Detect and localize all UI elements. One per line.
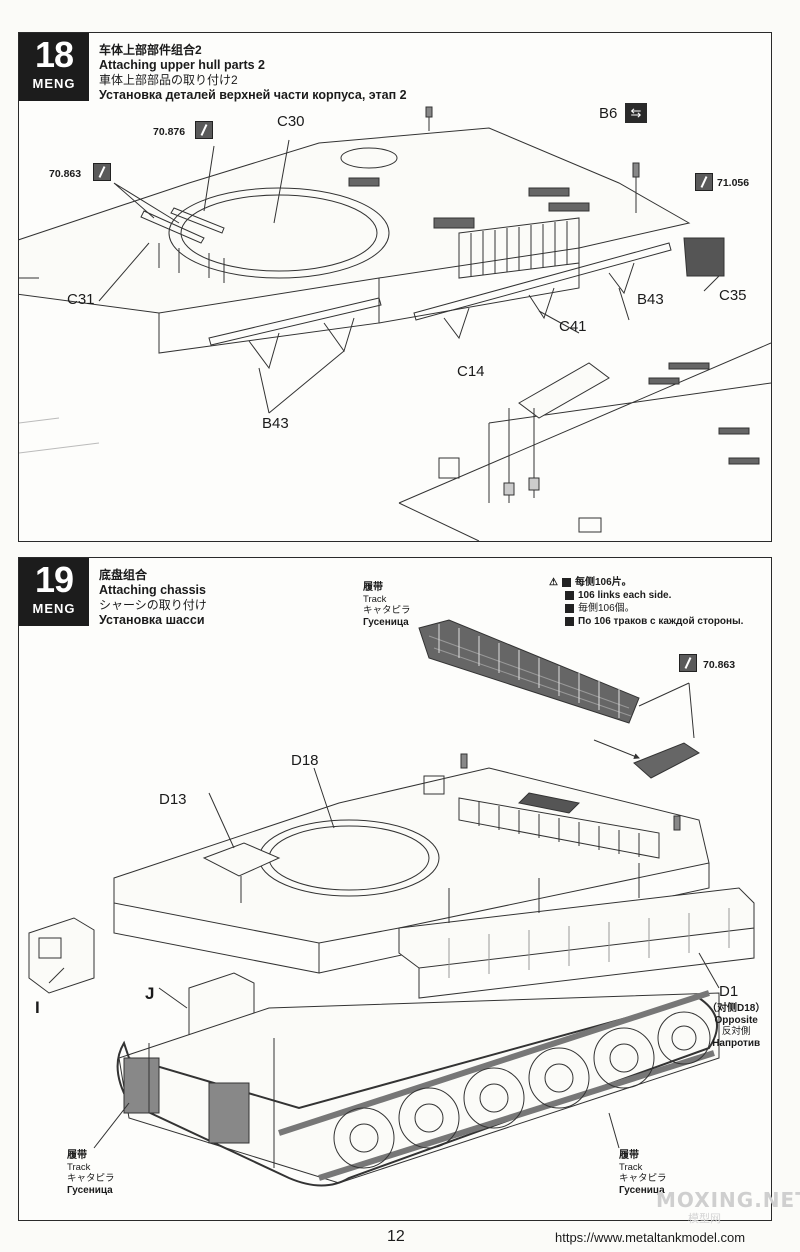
track-count-note: ⚠ 每侧106片。 106 links each side. 毎側106個。 По… bbox=[549, 576, 743, 628]
part-label-b43-right: B43 bbox=[637, 291, 664, 308]
brand-logo: MENG bbox=[32, 601, 76, 616]
note-ru: По 106 траков с каждой стороны. bbox=[578, 616, 744, 627]
opposite-note: （对侧D18） Opposite 反対側 Напротив bbox=[707, 1003, 765, 1049]
track-ru: Гусеница bbox=[67, 1184, 113, 1196]
part-label-d18: D18 bbox=[291, 752, 319, 769]
title-ja: シャーシの取り付け bbox=[99, 598, 207, 612]
part-label-b6: B6 bbox=[599, 105, 618, 122]
brand-logo: MENG bbox=[32, 76, 76, 91]
track-label-right: 履带 Track キャタピラ Гусеница bbox=[619, 1150, 667, 1196]
track-ja: キャタピラ bbox=[67, 1173, 115, 1184]
title-en: Attaching chassis bbox=[99, 583, 206, 597]
note-cn: 每侧106片。 bbox=[574, 577, 632, 588]
part-label-c31: C31 bbox=[67, 291, 95, 308]
part-label-d13: D13 bbox=[159, 791, 187, 808]
title-cn: 底盘组合 bbox=[99, 568, 148, 582]
track-cn: 履带 bbox=[619, 1150, 639, 1161]
track-ja: キャタピラ bbox=[619, 1173, 667, 1184]
track-cn: 履带 bbox=[67, 1150, 87, 1161]
part-label-c14: C14 bbox=[457, 363, 485, 380]
step-number: 18 bbox=[34, 34, 74, 75]
opposite-ru: Напротив bbox=[712, 1037, 761, 1049]
glue-icon bbox=[195, 121, 213, 139]
note-ja: 毎側106個。 bbox=[578, 603, 635, 614]
track-label-left: 履带 Track キャタピラ Гусеница bbox=[67, 1150, 115, 1196]
lang-flag-icon bbox=[565, 617, 574, 626]
glue-icon bbox=[695, 173, 713, 191]
part-label-i: I bbox=[35, 998, 40, 1017]
part-label-j: J bbox=[145, 984, 155, 1003]
chassis-assembly-drawing bbox=[28, 619, 755, 1187]
step-title-block: 底盘组合 Attaching chassis シャーシの取り付け Установ… bbox=[99, 568, 207, 628]
title-cn: 车体上部部件组合2 bbox=[99, 43, 202, 57]
track-cn: 履带 bbox=[363, 582, 383, 593]
track-ru: Гусеница bbox=[619, 1184, 665, 1196]
opposite-en: Opposite bbox=[714, 1014, 758, 1026]
step-18-panel: 18 MENG 车体上部部件组合2 Attaching upper hull p… bbox=[18, 32, 772, 542]
track-en: Track bbox=[363, 593, 387, 605]
page-number: 12 bbox=[387, 1228, 405, 1245]
opposite-ja: 反対側 bbox=[721, 1026, 751, 1037]
track-en: Track bbox=[619, 1161, 643, 1173]
track-ru: Гусеница bbox=[363, 616, 409, 628]
step-title-block: 车体上部部件组合2 Attaching upper hull parts 2 車… bbox=[99, 43, 407, 103]
step-badge: 18 MENG bbox=[19, 33, 89, 101]
site-url: https://www.metaltankmodel.com bbox=[555, 1230, 746, 1245]
title-ru: Установка деталей верхней части корпуса,… bbox=[99, 88, 407, 102]
warning-icon: ⚠ bbox=[549, 577, 558, 588]
opposite-cn: （对侧D18） bbox=[707, 1003, 766, 1014]
paint-ref-70863: 70.863 bbox=[49, 168, 82, 180]
track-ja: キャタピラ bbox=[363, 605, 411, 616]
hull-assembly-drawing bbox=[19, 106, 771, 541]
track-label-top: 履带 Track キャタピラ Гусеница bbox=[363, 582, 411, 628]
part-label-c41: C41 bbox=[559, 318, 587, 335]
paint-ref-71056: 71.056 bbox=[717, 177, 750, 189]
part-label-b43-left: B43 bbox=[262, 415, 289, 432]
glue-icon bbox=[679, 654, 697, 672]
track-en: Track bbox=[67, 1161, 91, 1173]
paint-ref-70876: 70.876 bbox=[153, 126, 186, 138]
watermark-subtitle: 模型网 bbox=[688, 1213, 721, 1225]
lang-flag-icon bbox=[561, 578, 571, 587]
lang-flag-icon bbox=[565, 604, 574, 613]
part-label-c35: C35 bbox=[719, 287, 747, 304]
part-label-c30: C30 bbox=[277, 113, 305, 130]
part-label-d1: D1 bbox=[719, 983, 739, 1000]
title-en: Attaching upper hull parts 2 bbox=[99, 58, 265, 72]
step-badge: 19 MENG bbox=[19, 558, 89, 626]
title-ja: 車体上部部品の取り付け2 bbox=[99, 73, 238, 87]
glue-icon bbox=[93, 163, 111, 181]
lang-flag-icon bbox=[565, 591, 574, 600]
step-19-panel: 19 MENG 底盘组合 Attaching chassis シャーシの取り付け… bbox=[18, 557, 772, 1221]
paint-ref-70863: 70.863 bbox=[703, 659, 736, 671]
swap-arrows-icon: ⇆ bbox=[625, 103, 647, 123]
watermark: MOXING.NET bbox=[656, 1188, 800, 1212]
step-number: 19 bbox=[34, 559, 74, 600]
note-en: 106 links each side. bbox=[578, 590, 672, 601]
title-ru: Установка шасси bbox=[99, 613, 205, 627]
